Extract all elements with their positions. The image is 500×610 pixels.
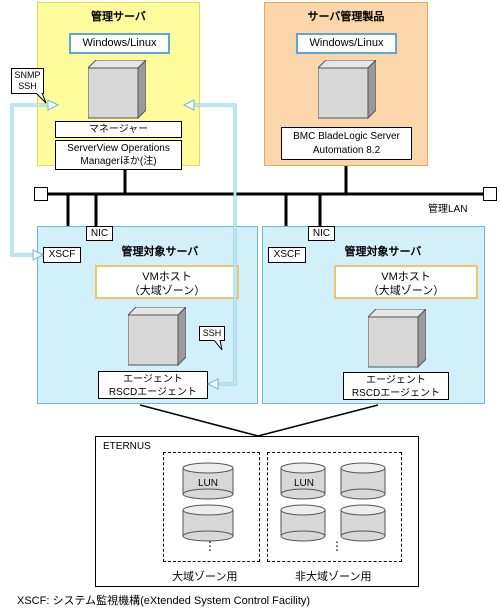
right-storage-link: [257, 404, 379, 437]
lan-endpoint-left: [34, 187, 48, 201]
left-agent-line1: エージェント: [123, 374, 183, 385]
global-zone-label: 大域ゾーン用: [172, 571, 238, 583]
eternus-title: ETERNUS: [103, 441, 151, 452]
lan-endpoint-right: [483, 187, 497, 201]
serverview-label-line2: Managerほか(注): [80, 156, 157, 167]
ssh-agent-arrowhead-top: [182, 99, 195, 111]
right-managed-server-icon: [368, 309, 426, 369]
left-agent-label: エージェント RSCDエージェント: [98, 371, 208, 399]
right-agent-line1: エージェント: [366, 375, 426, 386]
right-agent-label: エージェント RSCDエージェント: [343, 372, 449, 400]
left-ssh-callout-tail: [214, 340, 223, 351]
product-server-title: サーバ管理製品: [307, 11, 385, 23]
ellipsis-global: ⋮: [204, 539, 216, 553]
disk-global-2: [182, 504, 234, 542]
ellipsis-nonglobal: ⋮: [331, 539, 343, 553]
left-storage-link: [139, 404, 259, 437]
snmp-label: SNMP: [14, 70, 41, 80]
management-server-icon: [88, 60, 146, 120]
disk-nonglobal-1: [280, 462, 326, 500]
lun-label-global: LUN: [198, 478, 219, 489]
disk-nonglobal-2: [340, 462, 386, 500]
xscf-caption: XSCF: システム監視機構(eXtended System Control F…: [17, 595, 311, 607]
ssh-label: SSH: [18, 81, 37, 91]
bmc-label-line1: BMC BladeLogic Server: [293, 131, 400, 142]
left-nic-label: NIC: [86, 226, 113, 241]
snmp-ssh-callout: SNMP SSH: [11, 68, 44, 94]
left-managed-server-title: 管理対象サーバ: [121, 246, 199, 258]
manager-label: マネージャー: [55, 121, 182, 138]
right-vm-host: VMホスト （大域ゾーン）: [334, 265, 478, 299]
right-managed-server-title: 管理対象サーバ: [344, 246, 422, 258]
right-xscf-label: XSCF: [268, 247, 306, 263]
nonglobal-zone-group: [267, 452, 402, 562]
left-vm-host-line2: （大域ゾーン）: [128, 285, 206, 297]
left-agent-line2: RSCDエージェント: [108, 387, 198, 398]
ssh-agent-arrowhead-bottom: [206, 378, 219, 390]
lun-label-nonglobal: LUN: [294, 478, 315, 489]
serverview-label: ServerView Operations Managerほか(注): [55, 140, 182, 170]
serverview-label-line1: ServerView Operations: [67, 143, 170, 154]
management-lan-label: 管理LAN: [428, 204, 468, 215]
management-server-title: 管理サーバ: [91, 11, 146, 23]
right-vm-host-line2: （大域ゾーン）: [367, 285, 445, 297]
disk-global-1: [182, 462, 234, 500]
snmp-ssh-callout-tail: [36, 93, 47, 104]
global-zone-group: [163, 452, 260, 562]
management-server-os: Windows/Linux: [69, 33, 170, 54]
right-agent-line2: RSCDエージェント: [351, 388, 441, 399]
snmp-ssh-arrowhead-top: [47, 99, 60, 111]
disk-nonglobal-3: [280, 504, 326, 542]
product-server-icon: [318, 60, 376, 120]
product-server-os: Windows/Linux: [296, 33, 397, 54]
left-vm-host-line1: VMホスト: [142, 271, 192, 283]
nonglobal-zone-label: 非大域ゾーン用: [295, 571, 372, 583]
disk-nonglobal-4: [340, 504, 386, 542]
left-ssh-callout: SSH: [199, 326, 225, 341]
snmp-ssh-arrowhead-bottom: [32, 249, 45, 261]
left-managed-server-icon: [128, 307, 186, 367]
right-vm-host-line1: VMホスト: [381, 271, 431, 283]
bmc-bladelogic-label: BMC BladeLogic Server Automation 8.2: [281, 127, 412, 160]
left-vm-host: VMホスト （大域ゾーン）: [95, 265, 239, 299]
bmc-label-line2: Automation 8.2: [312, 145, 381, 156]
right-nic-label: NIC: [308, 226, 335, 241]
left-xscf-label: XSCF: [43, 247, 81, 263]
